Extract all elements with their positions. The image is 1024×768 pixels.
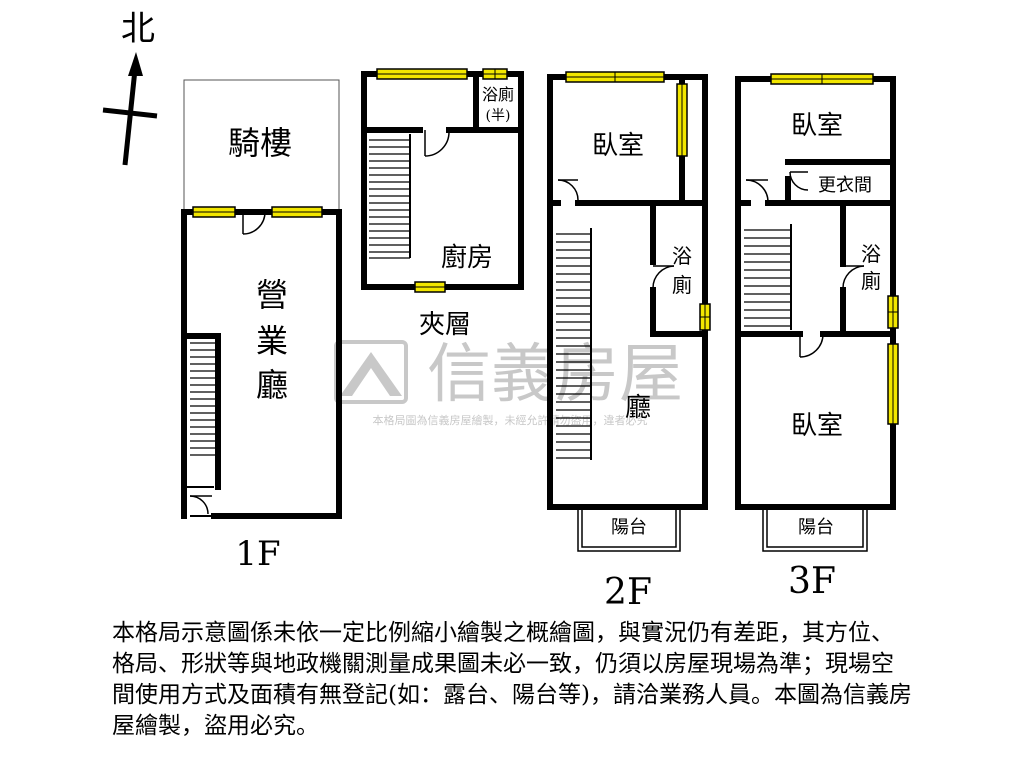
door-3f-bedroom-bottom <box>799 333 824 358</box>
stairs-3f <box>744 224 792 330</box>
floor-1f: 騎樓 營 業 廳 1F <box>181 79 342 574</box>
bath-2f-char-1: 浴 <box>672 244 692 268</box>
window-1f-right <box>271 206 323 218</box>
door-3f-closet <box>789 171 809 191</box>
door-2f-bath <box>652 265 675 289</box>
balcony-3f-label: 陽台 <box>798 517 834 538</box>
window-1f-left <box>192 206 236 218</box>
hall-1f-char-2: 業 <box>256 322 288 360</box>
door-1f-side <box>189 495 212 515</box>
window-2f-bath <box>699 303 711 331</box>
floor-1f-label: 1F <box>235 534 280 574</box>
disclaimer-text: 本格局示意圖係未依一定比例縮小繪製之概繪圖，與實況仍有差距，其方位、格局、形狀等… <box>112 620 912 739</box>
window-2f-bedroom-side <box>676 83 688 157</box>
door-1f-entrance <box>242 211 266 235</box>
door-3f-bath <box>842 265 865 289</box>
half-bath-label: 浴廁 <box>482 85 514 104</box>
window-mezzanine-top <box>376 68 468 80</box>
bath-3f-char-1: 浴 <box>861 242 881 266</box>
watermark-notice: 本格局圖為信義房屋繪製，未經允許請勿盜用，違者必究 <box>373 413 648 427</box>
watermark-logo <box>334 340 408 404</box>
floor-plan-diagram: 信義房屋 本格局圖為信義房屋繪製，未經允許請勿盜用，違者必究 北 <box>102 9 899 610</box>
half-bath-note: (半) <box>486 108 511 124</box>
balcony-3f <box>762 506 868 552</box>
kitchen-label: 廚房 <box>441 243 493 273</box>
window-3f-bath <box>887 295 899 329</box>
hall-1f-char-1: 營 <box>256 276 288 314</box>
door-2f-bedroom <box>557 179 579 201</box>
floor-mezzanine: 浴廁 (半) 廚房 夾層 <box>361 68 524 340</box>
north-label: 北 <box>121 9 155 49</box>
window-3f-bedroom-side <box>887 343 899 425</box>
north-compass: 北 <box>102 9 158 166</box>
watermark: 信義房屋 本格局圖為信義房屋繪製，未經允許請勿盜用，違者必究 <box>334 338 683 427</box>
arcade-label: 騎樓 <box>228 124 292 162</box>
bedroom-2f-label: 臥室 <box>592 131 644 161</box>
window-2f-top <box>565 71 665 83</box>
floor-3f: 臥室 更衣間 浴 廁 臥室 陽台 3F <box>735 73 899 602</box>
balcony-2f <box>577 506 681 552</box>
watermark-brand: 信義房屋 <box>427 338 683 410</box>
bath-3f-char-2: 廁 <box>861 269 881 293</box>
hall-2f-label: 廳 <box>625 393 651 423</box>
stairs-2f <box>556 228 592 460</box>
bedroom-3f-top-label: 臥室 <box>791 111 843 141</box>
hall-1f-char-3: 廳 <box>256 366 288 404</box>
bedroom-3f-bottom-label: 臥室 <box>791 411 843 441</box>
floor-2f-label: 2F <box>604 572 652 610</box>
window-mezzanine-bottom <box>414 281 446 293</box>
door-mezzanine <box>424 130 450 157</box>
floor-3f-label: 3F <box>788 561 836 602</box>
floor-2f: 臥室 浴 廁 廳 陽台 2F <box>547 71 711 610</box>
stairs-1f <box>190 342 218 456</box>
closet-3f-label: 更衣間 <box>818 175 872 196</box>
balcony-2f-label: 陽台 <box>611 517 647 538</box>
window-3f-top <box>770 73 874 85</box>
mezzanine-floor-label: 夾層 <box>419 310 471 340</box>
stairs-mezzanine <box>369 134 411 259</box>
door-3f-bedroom-top <box>745 179 769 203</box>
bath-2f-char-2: 廁 <box>672 273 692 297</box>
window-mezzanine-bath <box>482 68 508 80</box>
